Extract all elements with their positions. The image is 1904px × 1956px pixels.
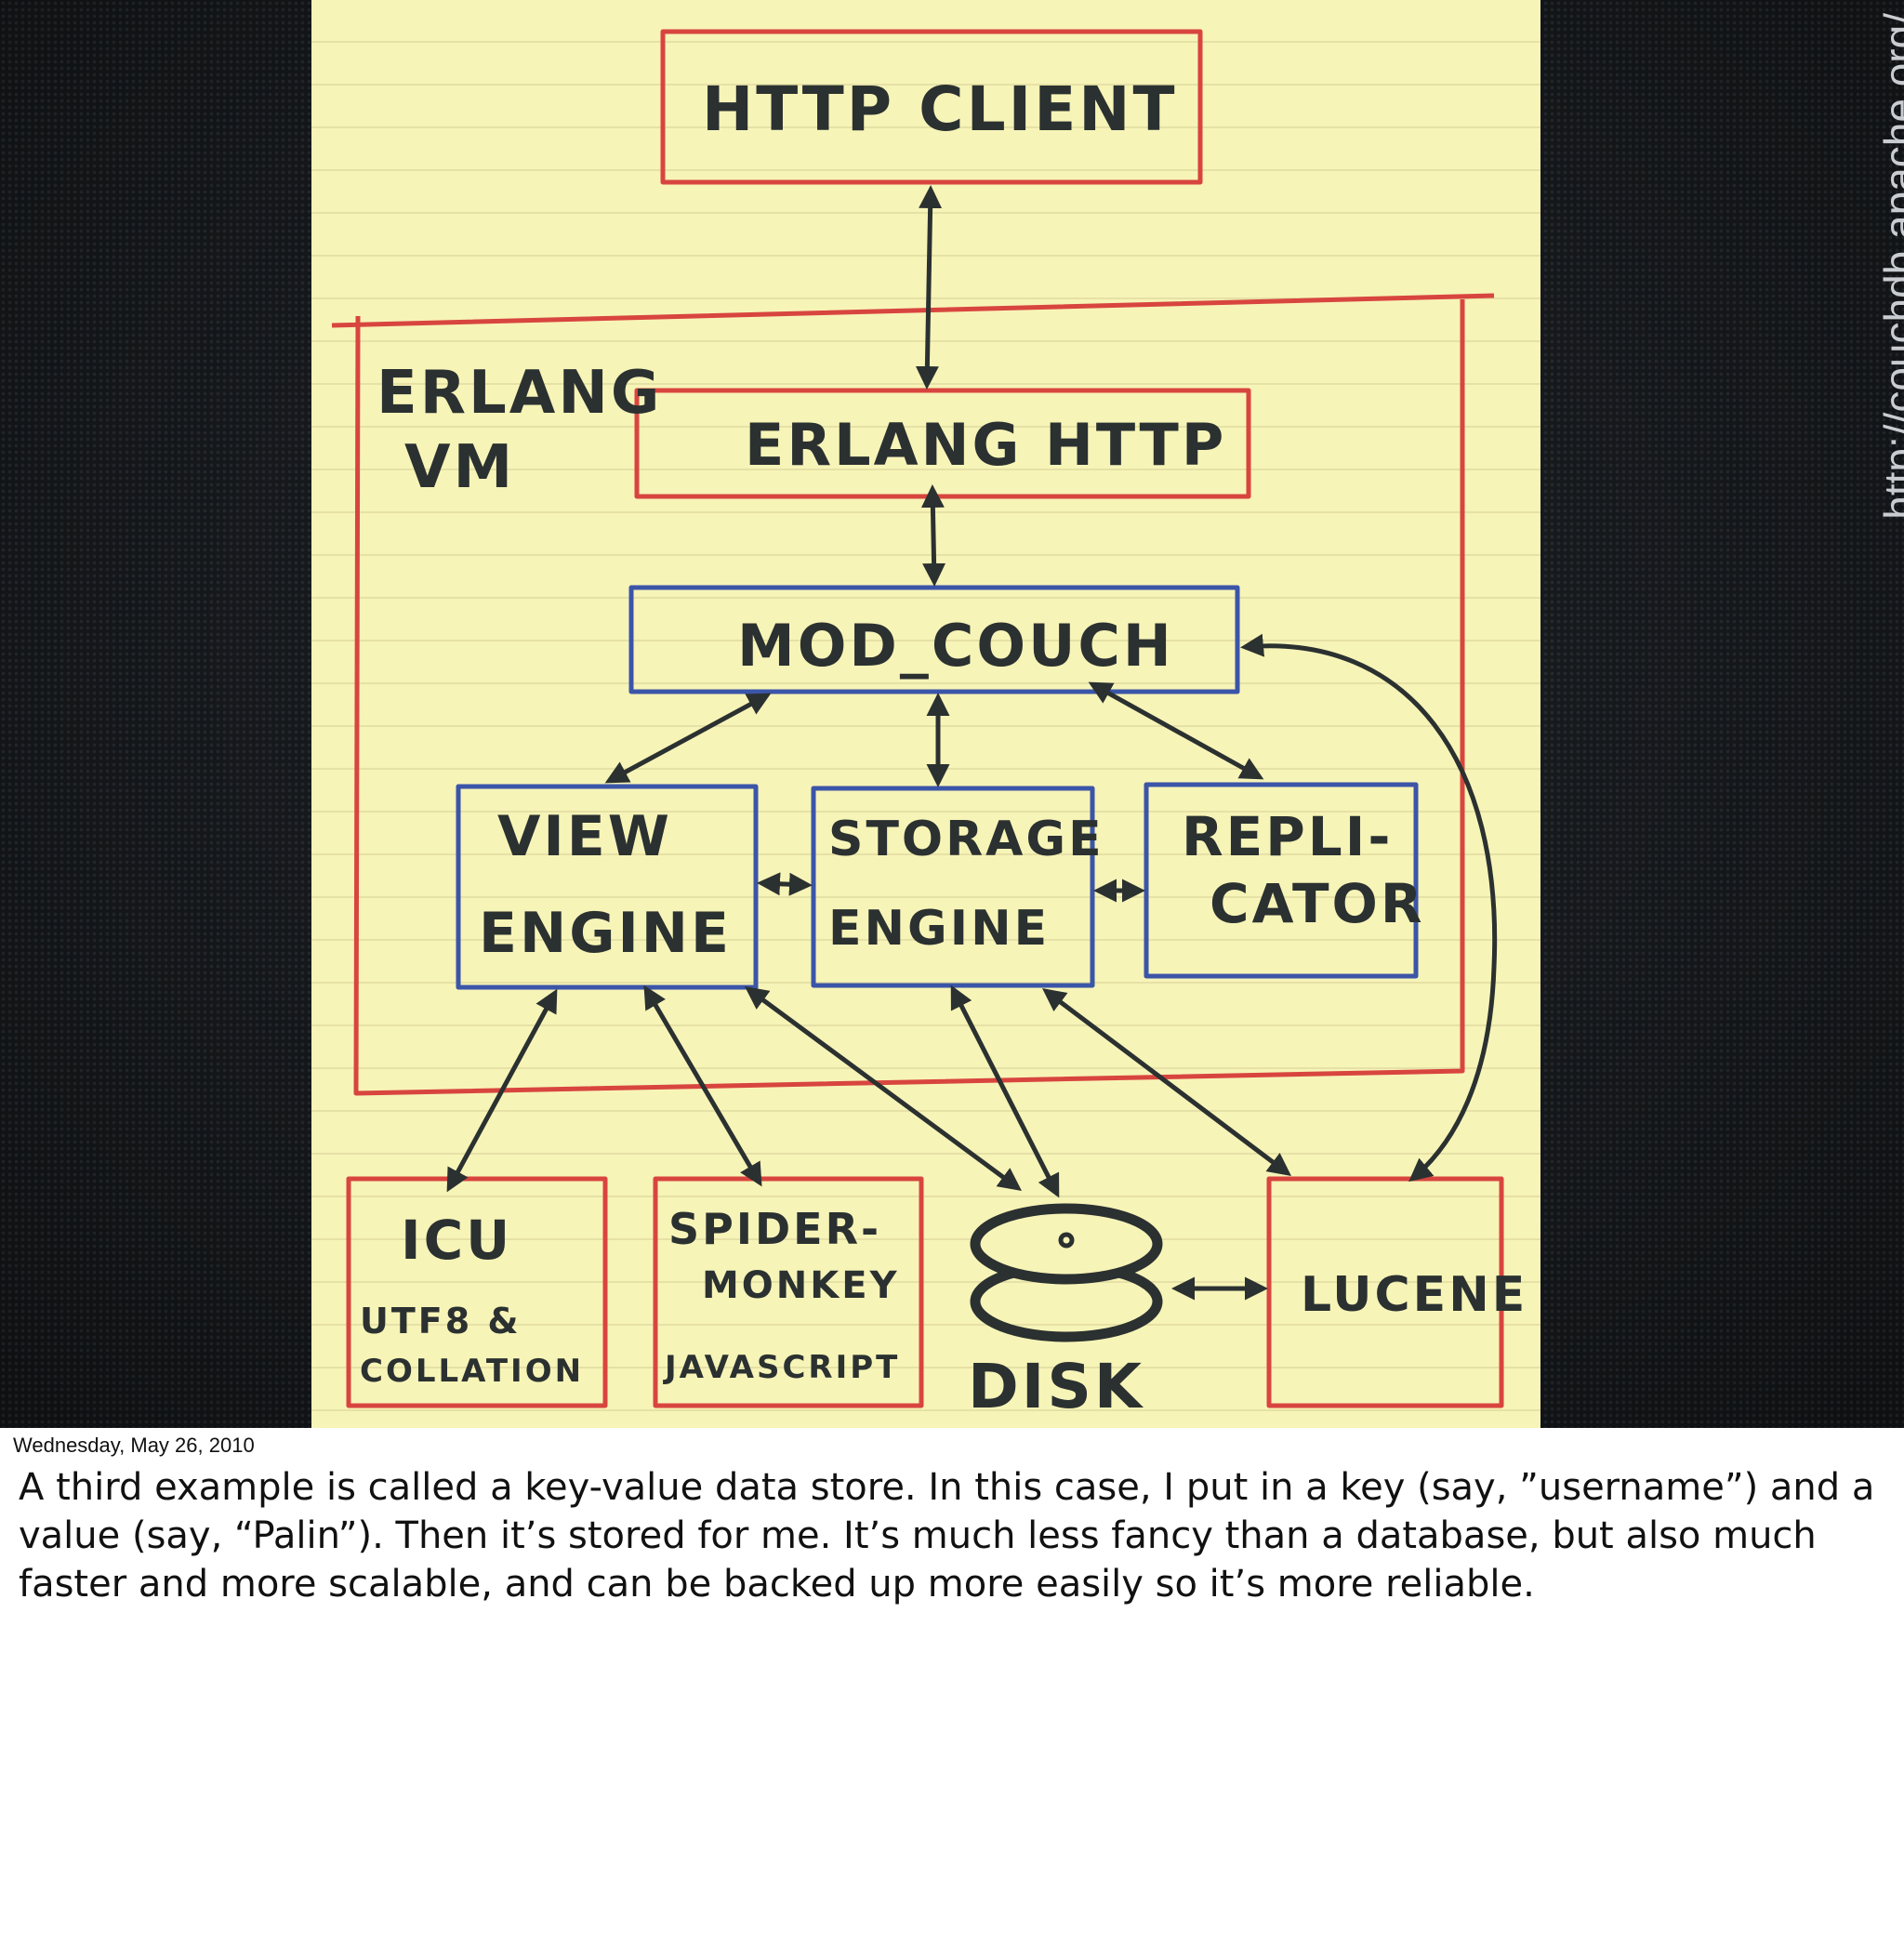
- mod-couch-label: MOD_COUCH: [737, 612, 1174, 680]
- storage-engine-label-line2: ENGINE: [828, 901, 1050, 957]
- mod-couch-box: [628, 585, 1240, 694]
- replicator-label-line1: REPLI-: [1182, 805, 1393, 868]
- view-engine-label-line1: VIEW: [497, 804, 672, 869]
- arrow-mod-couch-replicator: [1088, 681, 1264, 780]
- couchdb-architecture-diagram: HTTP CLIENT ERLANG VM ERLANG HTTP MOD_CO…: [331, 29, 1527, 1422]
- arrow-view-icu: [446, 988, 558, 1193]
- slide-date: Wednesday, May 26, 2010: [13, 1434, 255, 1457]
- storage-engine-label-line1: STORAGE: [828, 812, 1104, 867]
- erlang-http-label: ERLANG HTTP: [745, 411, 1226, 479]
- icu-label-line2: UTF8 &: [360, 1301, 522, 1341]
- http-client-box: [660, 29, 1203, 185]
- diagram-paper: HTTP CLIENT ERLANG VM ERLANG HTTP MOD_CO…: [311, 0, 1540, 1428]
- slide-image: http://couchdb.apache.org/: [0, 0, 1904, 1428]
- arrow-erlang-http-mod-couch: [920, 484, 946, 587]
- http-client-label: HTTP CLIENT: [702, 73, 1178, 145]
- arrow-view-spidermonkey: [643, 985, 762, 1187]
- arrow-view-storage: [757, 872, 813, 896]
- disk-label: DISK: [968, 1351, 1144, 1422]
- arrow-storage-lucene: [1042, 987, 1291, 1177]
- spidermonkey-label-line1: SPIDER-: [668, 1204, 881, 1254]
- couchdb-url-label: http://couchdb.apache.org/: [1875, 13, 1904, 520]
- erlang-vm-label-line2: VM: [404, 433, 515, 502]
- erlang-vm-label-line1: ERLANG: [377, 359, 662, 428]
- spidermonkey-label-line2: MONKEY: [702, 1264, 900, 1307]
- arrow-mod-couch-lucene: [1240, 633, 1498, 1183]
- speaker-notes: A third example is called a key-value da…: [19, 1466, 1875, 1606]
- replicator-label-line2: CATOR: [1210, 872, 1424, 935]
- spidermonkey-label-line3: JAVASCRIPT: [663, 1349, 900, 1386]
- arrow-view-disk: [744, 986, 1023, 1191]
- icu-label-line1: ICU: [401, 1209, 512, 1272]
- view-engine-label-line2: ENGINE: [479, 901, 732, 966]
- arrow-client-erlang-http: [915, 185, 943, 390]
- disk-icon: [970, 1203, 1163, 1342]
- lucene-label: LUCENE: [1301, 1267, 1527, 1323]
- view-engine-box: [456, 784, 759, 990]
- icu-label-line3: COLLATION: [360, 1353, 584, 1390]
- arrow-storage-disk: [950, 985, 1060, 1198]
- arrow-mod-couch-view: [604, 693, 772, 784]
